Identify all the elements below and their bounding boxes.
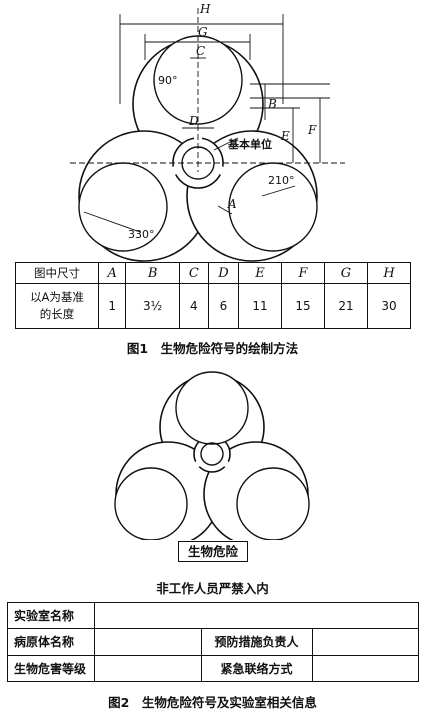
unit-label: 基本单位 bbox=[227, 137, 272, 151]
row-label-line1: 以A为基准 bbox=[30, 290, 84, 304]
dimension-table: 图中尺寸 A B C D E F G H 以A为基准 的长度 1 3½ 4 6 … bbox=[15, 262, 412, 329]
biohazard-symbol-label: 生物危险 bbox=[178, 541, 248, 562]
prevention-responsible-label: 预防措施负责人 bbox=[200, 628, 313, 656]
dim-f-label: F bbox=[307, 123, 317, 137]
dimension-row-label: 以A为基准 的长度 bbox=[15, 283, 99, 329]
info-row-lab-name: 实验室名称 bbox=[7, 601, 419, 630]
dim-letter-b: B bbox=[125, 262, 180, 284]
dim-letter-h: H bbox=[366, 262, 412, 284]
dim-value-b: 3½ bbox=[125, 283, 180, 329]
dim-value-d: 6 bbox=[207, 283, 240, 329]
dim-value-e: 11 bbox=[238, 283, 282, 329]
row-label-line2: 的长度 bbox=[39, 307, 75, 321]
pathogen-name-value bbox=[94, 628, 202, 656]
dimension-header-label: 图中尺寸 bbox=[15, 262, 99, 284]
dimension-table-values-row: 以A为基准 的长度 1 3½ 4 6 11 15 21 30 bbox=[15, 283, 412, 329]
figure2-caption: 图2 生物危险符号及实验室相关信息 bbox=[108, 695, 317, 710]
angle-210-label: 210° bbox=[268, 174, 295, 187]
biohazard-symbol-outline bbox=[78, 38, 318, 262]
biohazard-construction-diagram: H G C B E F D A 90° 210° 330° 基本单位 bbox=[70, 2, 345, 262]
no-entry-notice: 非工作人员严禁入内 bbox=[156, 581, 269, 596]
dimension-table-header-row: 图中尺寸 A B C D E F G H bbox=[15, 262, 412, 284]
dim-c-label: C bbox=[196, 44, 205, 58]
info-row-pathogen: 病原体名称 预防措施负责人 bbox=[7, 628, 419, 656]
dim-letter-a: A bbox=[97, 262, 127, 284]
dim-d-label: D bbox=[188, 114, 199, 128]
dim-value-c: 4 bbox=[178, 283, 209, 329]
lab-name-label: 实验室名称 bbox=[7, 601, 95, 630]
angle-90-label: 90° bbox=[158, 74, 178, 87]
biohazard-level-value bbox=[94, 654, 202, 683]
lab-info-table: 实验室名称 病原体名称 预防措施负责人 生物危害等级 紧急联络方式 bbox=[7, 601, 419, 683]
lab-name-value bbox=[94, 601, 419, 630]
emergency-contact-label: 紧急联络方式 bbox=[200, 654, 313, 683]
biohazard-level-label: 生物危害等级 bbox=[7, 654, 95, 683]
dim-a-label: A bbox=[227, 197, 237, 211]
cutout-circle-left bbox=[78, 162, 168, 252]
dim-letter-f: F bbox=[281, 262, 325, 284]
dim-value-h: 30 bbox=[366, 283, 412, 329]
dim-b-label: B bbox=[267, 97, 277, 111]
dim-letter-c: C bbox=[178, 262, 209, 284]
dim-letter-e: E bbox=[238, 262, 282, 284]
dim-value-f: 15 bbox=[281, 283, 325, 329]
prevention-responsible-value bbox=[311, 628, 419, 656]
dim-e-label: E bbox=[280, 129, 290, 143]
dim-letter-d: D bbox=[207, 262, 240, 284]
pathogen-name-label: 病原体名称 bbox=[7, 628, 95, 656]
dim-h-label: H bbox=[199, 2, 211, 16]
emergency-contact-value bbox=[311, 654, 419, 683]
dim-g-label: G bbox=[198, 25, 208, 39]
figure1-caption: 图1 生物危险符号的绘制方法 bbox=[126, 341, 299, 356]
info-row-level: 生物危害等级 紧急联络方式 bbox=[7, 654, 419, 683]
dim-value-a: 1 bbox=[97, 283, 127, 329]
dim-value-g: 21 bbox=[323, 283, 368, 329]
dim-letter-g: G bbox=[323, 262, 368, 284]
angle-330-label: 330° bbox=[128, 228, 155, 241]
biohazard-icon bbox=[114, 371, 310, 540]
